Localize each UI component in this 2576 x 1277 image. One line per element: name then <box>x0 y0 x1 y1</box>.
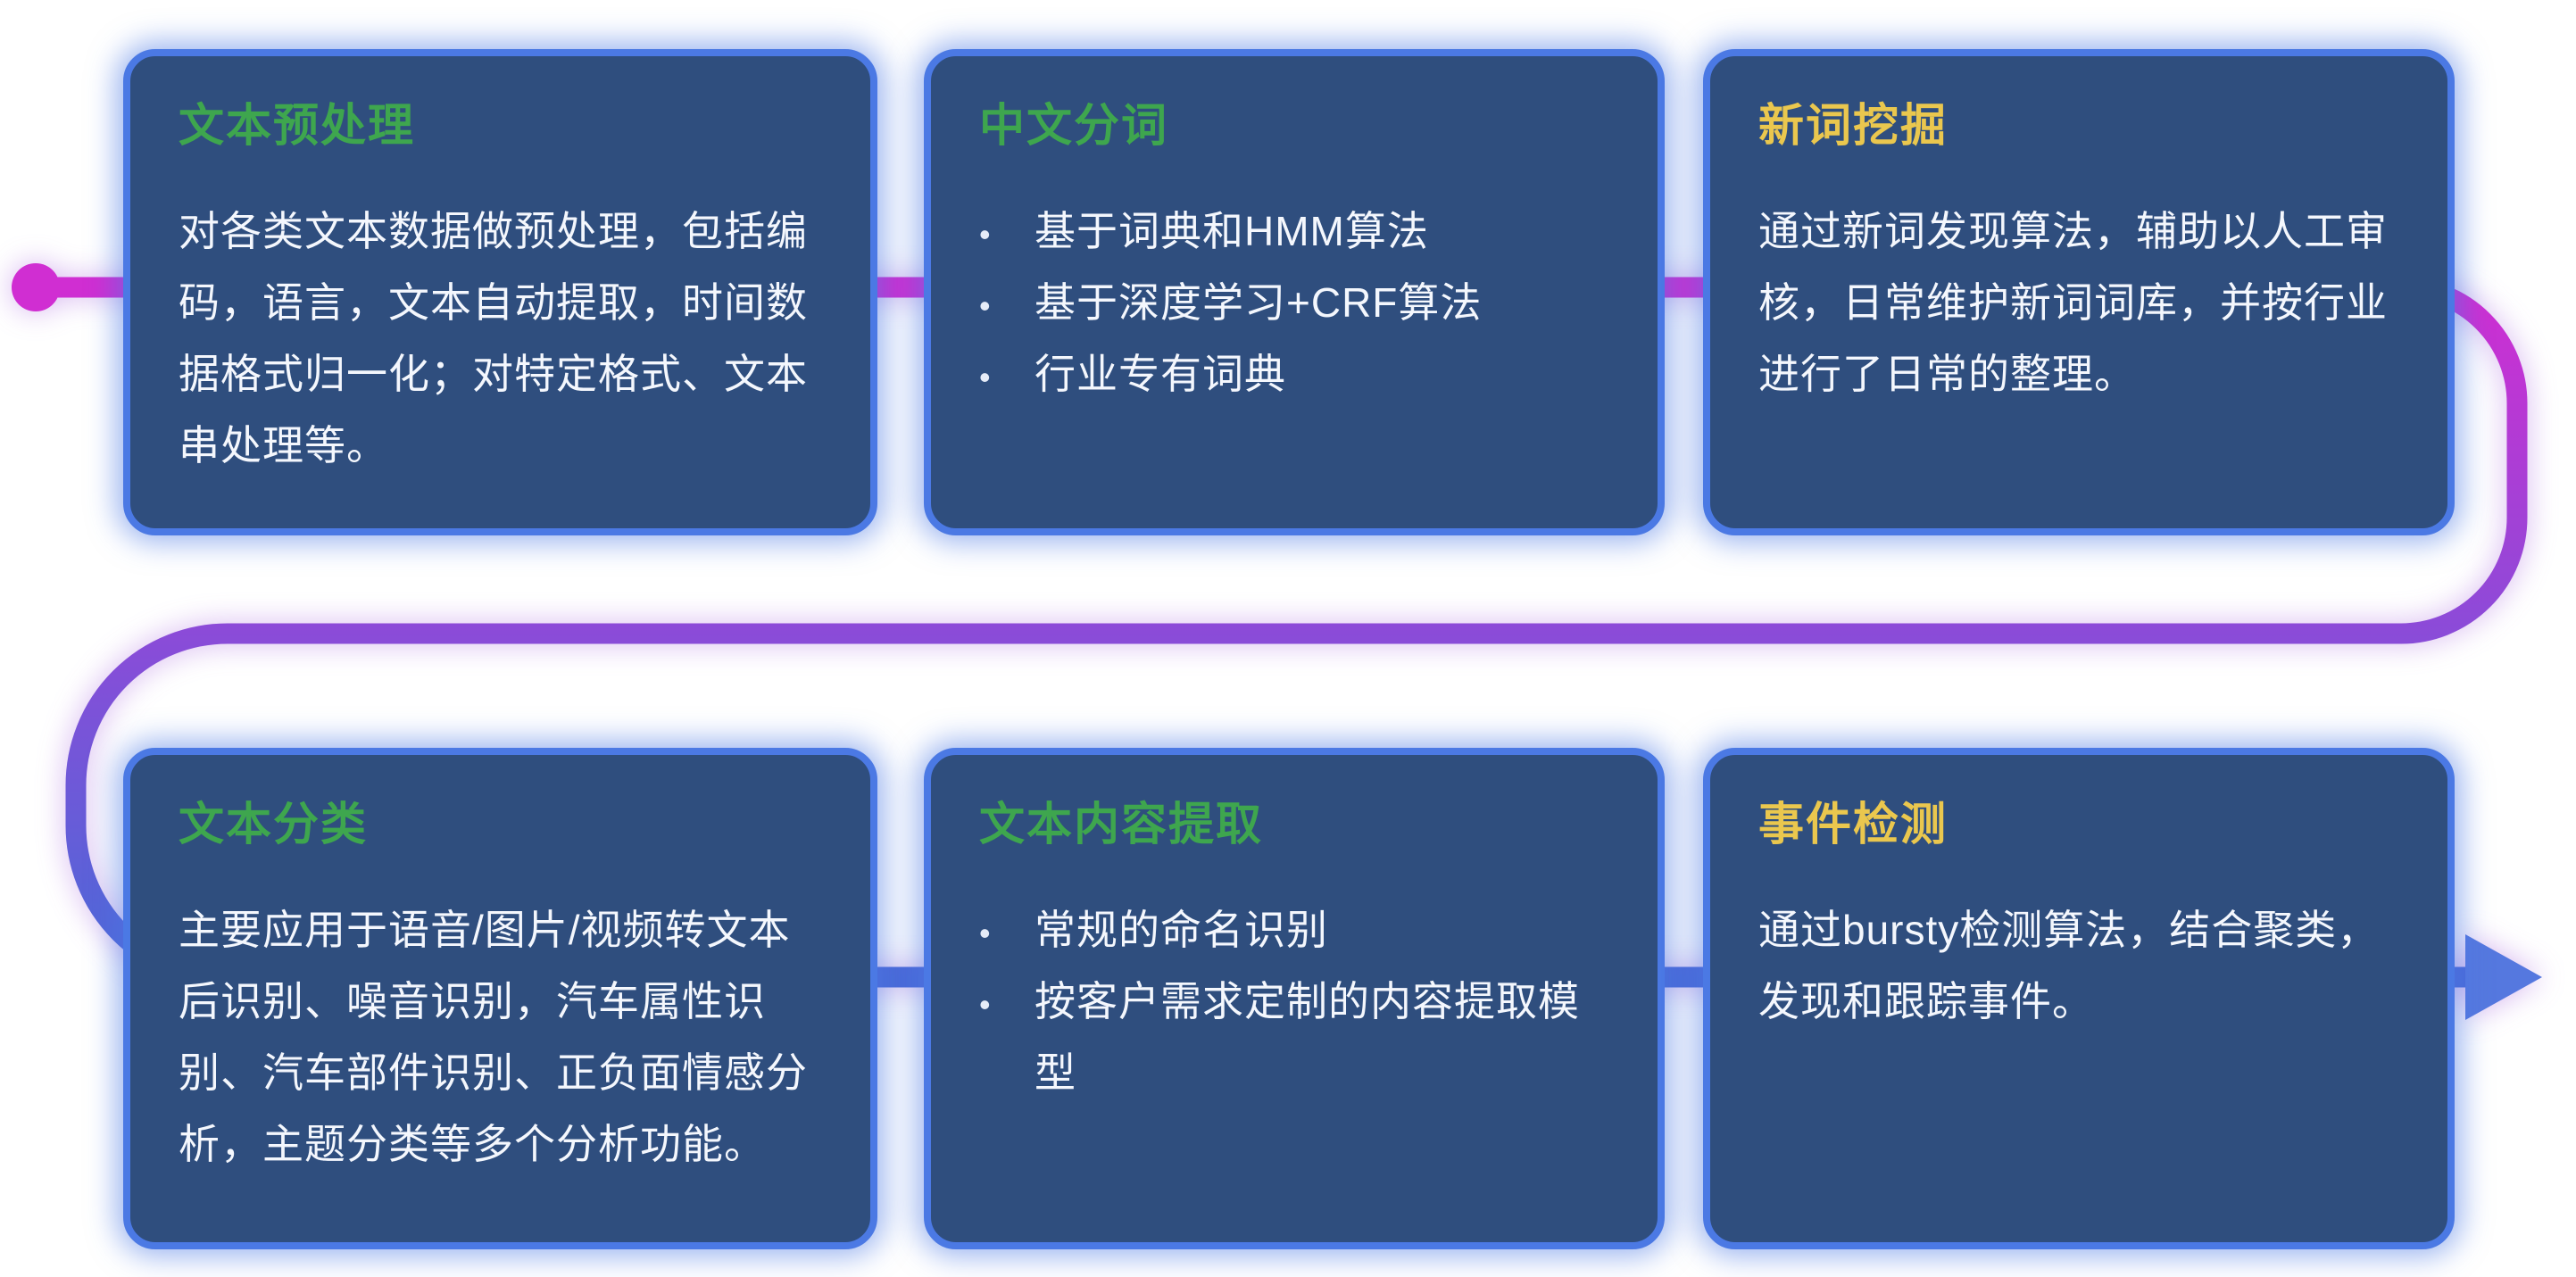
bullet-list: • 基于词典和HMM算法 • 基于深度学习+CRF算法 • 行业专有词典 <box>979 195 1609 410</box>
card-body: 通过bursty检测算法，结合聚类，发现和跟踪事件。 <box>1758 906 2380 1024</box>
bullet-item: • 行业专有词典 <box>979 338 1609 410</box>
card-text-preprocessing: 文本预处理 对各类文本数据做预处理，包括编码，语言，文本自动提取，时间数据格式归… <box>123 49 877 535</box>
bullet-icon: • <box>979 286 992 324</box>
bullet-item: • 按客户需求定制的内容提取模型 <box>979 966 1609 1108</box>
card-title: 中文分词 <box>979 100 1169 151</box>
bullet-text: 基于词典和HMM算法 <box>1035 207 1429 254</box>
card-body: 通过新词发现算法，辅助以人工审核，日常维护新词词库，并按行业进行了日常的整理。 <box>1758 207 2388 397</box>
bullet-item: • 基于深度学习+CRF算法 <box>979 267 1609 338</box>
bullet-icon: • <box>979 914 992 951</box>
bullet-text: 基于深度学习+CRF算法 <box>1035 278 1483 326</box>
card-new-word-mining: 新词挖掘 通过新词发现算法，辅助以人工审核，日常维护新词词库，并按行业进行了日常… <box>1703 49 2455 535</box>
bullet-text: 行业专有词典 <box>1035 350 1286 397</box>
card-text-classification: 文本分类 主要应用于语音/图片/视频转文本后识别、噪音识别，汽车属性识别、汽车部… <box>123 748 877 1249</box>
card-chinese-word-segmentation: 中文分词 • 基于词典和HMM算法 • 基于深度学习+CRF算法 • 行业专有词… <box>924 49 1665 535</box>
card-title: 新词挖掘 <box>1758 100 1949 151</box>
card-body: 主要应用于语音/图片/视频转文本后识别、噪音识别，汽车属性识别、汽车部件识别、正… <box>179 906 808 1167</box>
card-title: 文本预处理 <box>179 100 416 151</box>
bullet-icon: • <box>979 358 992 395</box>
card-title: 事件检测 <box>1758 799 1949 850</box>
bullet-item: • 常规的命名识别 <box>979 894 1609 966</box>
card-title: 文本内容提取 <box>979 799 1264 850</box>
flow-arrow-icon <box>2465 934 2542 1020</box>
card-text-content-extraction: 文本内容提取 • 常规的命名识别 • 按客户需求定制的内容提取模型 <box>924 748 1665 1249</box>
bullet-icon: • <box>979 985 992 1023</box>
bullet-text: 常规的命名识别 <box>1035 906 1328 953</box>
bullet-list: • 常规的命名识别 • 按客户需求定制的内容提取模型 <box>979 894 1609 1108</box>
card-title: 文本分类 <box>179 799 369 850</box>
bullet-item: • 基于词典和HMM算法 <box>979 195 1609 267</box>
bullet-text: 按客户需求定制的内容提取模型 <box>1035 977 1580 1096</box>
bullet-icon: • <box>979 215 992 253</box>
flow-start-dot <box>12 263 60 311</box>
flow-path <box>36 277 2528 988</box>
card-body: 对各类文本数据做预处理，包括编码，语言，文本自动提取，时间数据格式归一化；对特定… <box>179 207 808 469</box>
card-event-detection: 事件检测 通过bursty检测算法，结合聚类，发现和跟踪事件。 <box>1703 748 2455 1249</box>
